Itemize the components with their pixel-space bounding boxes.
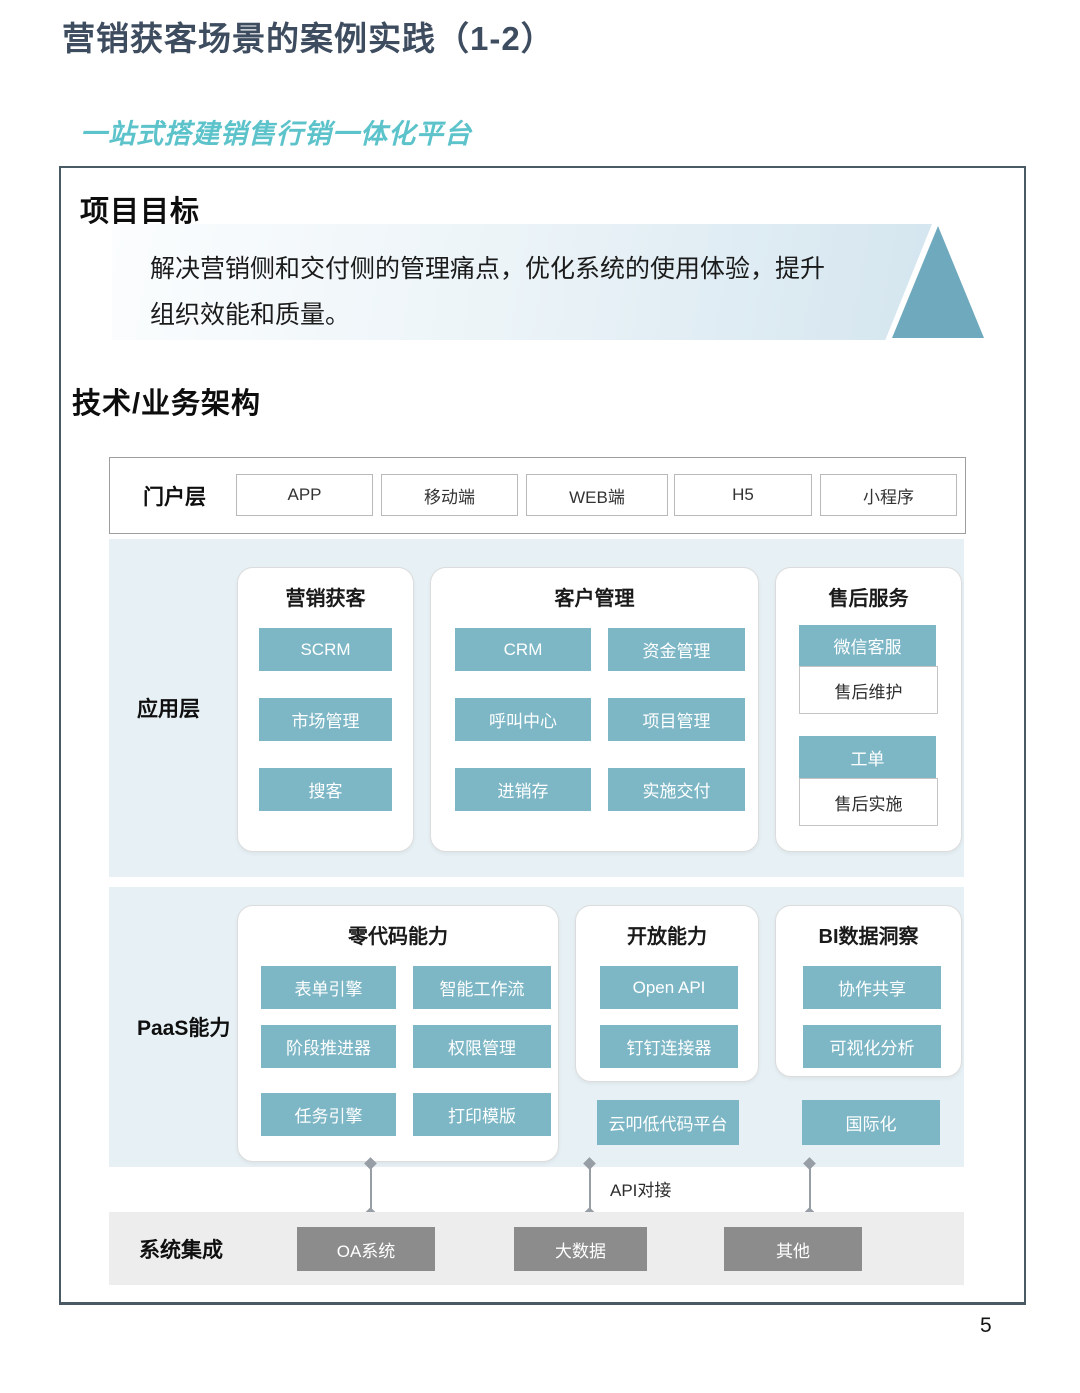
module-after-sales-implementation: 售后实施 [799,778,938,826]
module-task-engine: 任务引擎 [261,1093,396,1136]
module-stage-advancer: 阶段推进器 [261,1025,396,1068]
page-title: 营销获客场景的案例实践（1-2） [62,20,555,57]
module-open-api: Open API [600,966,738,1009]
card-customer-management: 客户管理 CRM 资金管理 呼叫中心 项目管理 进销存 实施交付 [430,567,759,852]
paas-layer: PaaS能力 零代码能力 表单引擎 智能工作流 阶段推进器 权限管理 任务引擎 … [109,887,964,1167]
module-scrm: SCRM [259,628,392,671]
module-smart-workflow: 智能工作流 [413,966,551,1009]
module-collaboration-sharing: 协作共享 [803,966,941,1009]
portal-item-mobile: 移动端 [381,474,518,516]
project-goal-text: 解决营销侧和交付侧的管理痛点，优化系统的使用体验，提升组织效能和质量。 [150,255,826,329]
portal-layer-label: 门户层 [143,485,206,509]
slide-subtitle: 一站式搭建销售行销一体化平台 [80,119,472,149]
card-title: 售后服务 [828,588,909,610]
banner-background [112,224,933,340]
project-goal-heading: 项目目标 [80,196,201,228]
content-panel: 项目目标 解决营销侧和交付侧的管理痛点，优化系统的使用体验，提升组织效能和质量。… [59,166,1026,1305]
portal-layer: 门户层 APP 移动端 WEB端 H5 小程序 [109,457,966,534]
integration-oa-system: OA系统 [297,1227,435,1271]
connector-line-middle [589,1162,591,1215]
card-title: 零代码能力 [348,926,448,948]
card-after-sales: 售后服务 微信客服 售后维护 工单 售后实施 [775,567,962,852]
integration-big-data: 大数据 [514,1227,647,1271]
module-lead-search: 搜客 [259,768,392,811]
portal-item-web: WEB端 [526,474,668,516]
paas-layer-label: PaaS能力 [137,1017,231,1040]
module-form-engine: 表单引擎 [261,966,396,1009]
api-connection-label: API对接 [610,1181,672,1200]
card-open-capability: 开放能力 Open API 钉钉连接器 [575,905,759,1082]
card-title: BI数据洞察 [818,926,919,948]
module-market-management: 市场管理 [259,698,392,741]
module-crm: CRM [455,628,591,671]
module-wechat-service: 微信客服 [799,625,936,666]
portal-item-h5: H5 [674,474,812,516]
module-call-center: 呼叫中心 [455,698,591,741]
module-visual-analysis: 可视化分析 [803,1025,941,1068]
module-print-template: 打印模版 [413,1093,551,1136]
connector-line-left [370,1162,372,1215]
connector-line-right [809,1162,811,1215]
card-title: 开放能力 [627,926,707,948]
module-fund-management: 资金管理 [608,628,745,671]
page-number: 5 [980,1314,992,1337]
application-layer-label: 应用层 [137,698,200,721]
card-zero-code: 零代码能力 表单引擎 智能工作流 阶段推进器 权限管理 任务引擎 打印模版 [237,905,559,1162]
module-inventory: 进销存 [455,768,591,811]
module-yunkou-lowcode-platform: 云叩低代码平台 [597,1100,739,1145]
system-integration-band: 系统集成 OA系统 大数据 其他 [109,1212,964,1285]
module-dingtalk-connector: 钉钉连接器 [600,1025,738,1068]
project-goal-banner: 解决营销侧和交付侧的管理痛点，优化系统的使用体验，提升组织效能和质量。 [112,224,984,340]
portal-item-app: APP [236,474,373,516]
module-work-order: 工单 [799,736,936,778]
card-title: 客户管理 [554,588,635,610]
module-permission-management: 权限管理 [413,1025,551,1068]
module-implementation-delivery: 实施交付 [608,768,745,811]
application-layer: 应用层 营销获客 SCRM 市场管理 搜客 客户管理 CRM 资金管理 呼叫中心… [109,539,964,877]
system-integration-label: 系统集成 [139,1238,223,1262]
module-after-sales-maintenance: 售后维护 [799,666,938,714]
module-internationalization: 国际化 [802,1100,940,1145]
integration-other: 其他 [724,1227,862,1271]
portal-item-miniprogram: 小程序 [820,474,957,516]
architecture-heading: 技术/业务架构 [72,388,262,420]
card-title: 营销获客 [285,588,366,610]
module-project-management: 项目管理 [608,698,745,741]
card-marketing-acquisition: 营销获客 SCRM 市场管理 搜客 [237,567,414,852]
card-bi-insight: BI数据洞察 协作共享 可视化分析 [775,905,962,1077]
